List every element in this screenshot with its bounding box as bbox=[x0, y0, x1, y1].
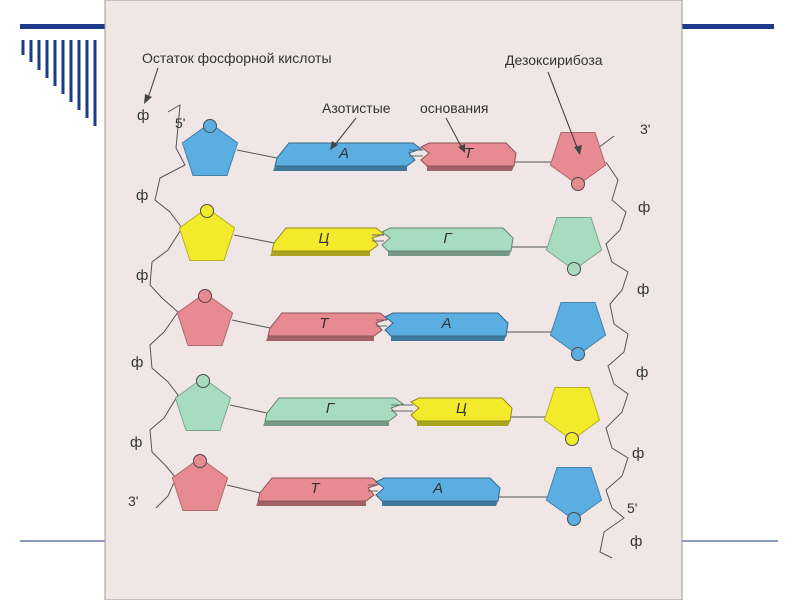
phosphate-group-left bbox=[196, 374, 210, 388]
phosphate-group-right bbox=[571, 347, 585, 361]
arrow-head-bases-right bbox=[458, 144, 465, 153]
nitrogen-base-right bbox=[384, 312, 509, 337]
base-letter-right: Г bbox=[443, 230, 453, 247]
label-nitrogen-bases: Азотистые bbox=[322, 100, 391, 116]
base-letter-right: Ц bbox=[456, 400, 467, 417]
sugar-base-bond-left bbox=[233, 234, 275, 244]
base-right-shadow bbox=[382, 501, 498, 506]
phosphate-label-right: ф bbox=[630, 533, 642, 550]
base-letter-left: Ц bbox=[319, 230, 330, 247]
sugar-base-bond-left bbox=[226, 484, 261, 494]
arrow-heads bbox=[144, 94, 582, 155]
deoxyribose-right bbox=[549, 302, 607, 356]
phosphate-label-left: ф bbox=[136, 187, 148, 204]
base-left-shadow bbox=[266, 336, 374, 341]
deoxyribose-left bbox=[181, 122, 239, 176]
end-label-bottom-right: 5' bbox=[627, 500, 637, 516]
phosphate-label-right: ф bbox=[637, 281, 649, 298]
base-right-shadow bbox=[417, 421, 510, 426]
base-letter-right: А bbox=[432, 480, 443, 497]
nitrogen-bases: А Т Ц Г Т А Г Ц Т А bbox=[256, 142, 517, 506]
deoxyribose-right bbox=[543, 387, 601, 441]
nitrogen-base-left bbox=[264, 397, 405, 422]
arrow-bases-right bbox=[445, 117, 463, 149]
phosphate-group-right bbox=[571, 177, 585, 191]
deoxyribose-left bbox=[176, 292, 234, 346]
slide-decoration bbox=[20, 24, 778, 542]
nitrogen-base-right bbox=[375, 477, 501, 502]
title-bar-left bbox=[20, 24, 110, 29]
label-nitrogen-bases-2: основания bbox=[420, 100, 489, 116]
label-deoxyribose: Дезоксирибоза bbox=[505, 52, 603, 68]
base-left-shadow bbox=[263, 421, 389, 426]
base-letter-left: Т bbox=[310, 480, 321, 497]
arrow-deoxyribose bbox=[547, 71, 579, 151]
diagram-content: А Т Ц Г Т А Г Ц Т Аф ф ф ф ф ф ф ф ф ф bbox=[130, 104, 650, 559]
arrow-head-phosphate bbox=[144, 94, 152, 104]
phosphate-label-right: ф bbox=[636, 364, 648, 381]
phosphate-label-left: ф bbox=[136, 267, 148, 284]
arrow-head-bases-left bbox=[330, 141, 338, 150]
arrow-phosphate bbox=[147, 67, 159, 99]
nitrogen-base-right bbox=[420, 142, 517, 167]
base-letter-left: Т bbox=[319, 315, 330, 332]
nitrogen-base-left bbox=[257, 477, 382, 502]
vertical-stripes bbox=[21, 40, 97, 126]
base-left-shadow bbox=[273, 166, 407, 171]
label-phosphate-residue: Остаток фосфорной кислоты bbox=[142, 50, 332, 66]
phosphate-label-left: ф bbox=[131, 354, 143, 371]
base-right-shadow bbox=[391, 336, 506, 341]
base-left-shadow bbox=[256, 501, 366, 506]
base-left-shadow bbox=[270, 251, 370, 256]
phosphate-label-right: ф bbox=[632, 445, 644, 462]
phosphate-group-left bbox=[203, 119, 217, 133]
end-label-bottom-left: 3' bbox=[128, 493, 138, 509]
phosphate-group-left bbox=[198, 289, 212, 303]
base-letter-left: Г bbox=[326, 400, 336, 417]
deoxyribose-right bbox=[545, 467, 603, 521]
right-strand-backbone bbox=[597, 135, 629, 559]
phosphate-label-left: ф bbox=[137, 107, 149, 124]
deoxyribose-left bbox=[171, 457, 229, 511]
deoxyribose-left bbox=[178, 207, 236, 261]
phosphate-group-left bbox=[193, 454, 207, 468]
phosphate-label-right: ф bbox=[638, 199, 650, 216]
sugar-base-bond-left bbox=[231, 319, 271, 329]
nitrogen-base-left bbox=[271, 227, 386, 252]
phosphate-labels: ф ф ф ф ф ф ф ф ф ф bbox=[130, 107, 650, 550]
phosphate-group-right bbox=[565, 432, 579, 446]
phosphate-group-right bbox=[567, 262, 581, 276]
end-label-top-right: 3' bbox=[640, 121, 650, 137]
base-letter-right: Т bbox=[464, 145, 475, 162]
deoxyribose-left bbox=[174, 377, 232, 431]
phosphate-label-left: ф bbox=[130, 434, 142, 451]
arrow-head-deoxyribose bbox=[574, 145, 582, 155]
deoxyribose-right bbox=[549, 132, 607, 186]
annotation-arrows bbox=[147, 67, 579, 151]
title-bar-right bbox=[682, 24, 774, 29]
base-right-shadow bbox=[427, 166, 514, 171]
sugar-base-bond-left bbox=[236, 149, 278, 159]
phosphate-group-left bbox=[200, 204, 214, 218]
nitrogen-base-right bbox=[381, 227, 514, 252]
arrow-bases-left bbox=[333, 117, 357, 147]
nitrogen-base-right bbox=[410, 397, 513, 422]
nitrogen-base-left bbox=[267, 312, 390, 337]
nitrogen-base-left bbox=[274, 142, 423, 167]
deoxyribose-sugars bbox=[171, 119, 607, 526]
base-letter-left: А bbox=[338, 145, 349, 162]
end-label-top-left: 5' bbox=[175, 115, 185, 131]
deoxyribose-right bbox=[545, 217, 603, 271]
base-right-shadow bbox=[388, 251, 511, 256]
phosphate-group-right bbox=[567, 512, 581, 526]
sugar-base-bond-left bbox=[229, 404, 268, 414]
base-letter-right: А bbox=[440, 315, 451, 332]
